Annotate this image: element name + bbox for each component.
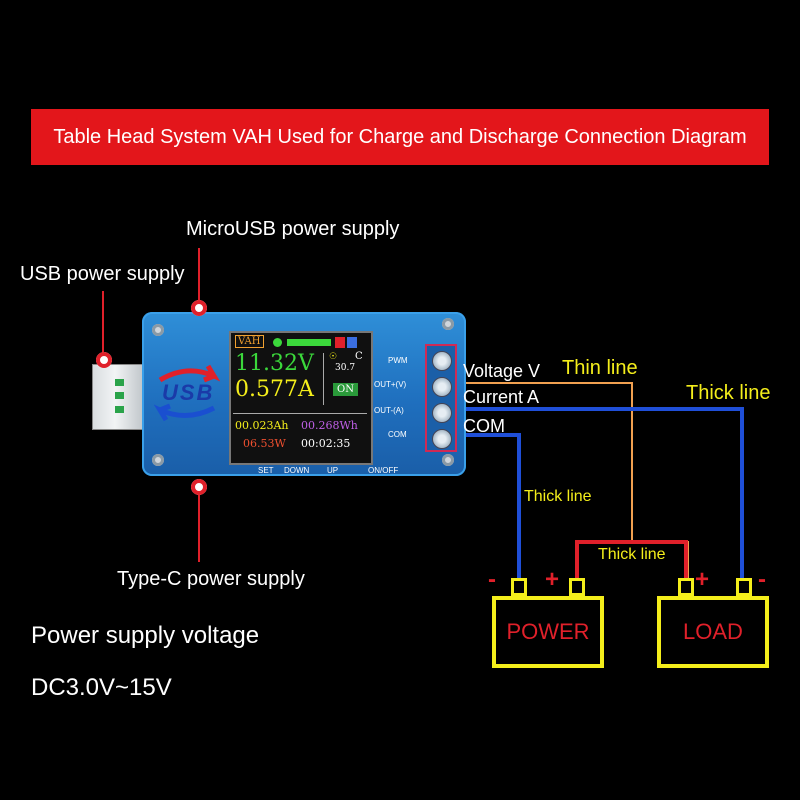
screen-tag: VAH (235, 335, 264, 348)
mount-hole (152, 454, 164, 466)
power-minus-sign: - (488, 566, 496, 593)
power-readout: 06.53W (243, 437, 286, 450)
status-dot (273, 338, 282, 347)
terminal-screw-com[interactable] (432, 429, 452, 449)
terminal-screw-out-v[interactable] (432, 377, 452, 397)
temperature-readout: 30.7 (335, 363, 356, 373)
thick-line-label-left: Thick line (524, 488, 592, 505)
onoff-button[interactable]: ON/OFF (368, 466, 399, 475)
typec-label: Type-C power supply (117, 568, 305, 590)
usb-contact (115, 392, 124, 399)
screen-divider (323, 353, 324, 405)
terminal-screw-out-a[interactable] (432, 403, 452, 423)
banner-title: Table Head System VAH Used for Charge an… (53, 125, 747, 148)
thick-line-label-top: Thick line (686, 382, 771, 404)
capacity-readout: 00.023Ah (235, 419, 289, 432)
power-label: POWER (506, 619, 590, 644)
power-battery: POWER (492, 596, 604, 668)
title-banner: Table Head System VAH Used for Charge an… (31, 109, 769, 165)
pin-label-com: COM (388, 430, 407, 439)
thick-line-label-mid: Thick line (598, 546, 666, 563)
mount-hole (442, 318, 454, 330)
pin-label-out-a: OUT-(A) (374, 406, 404, 415)
down-button[interactable]: DOWN (284, 466, 310, 475)
usb-label: USB power supply (20, 263, 185, 285)
usb-logo: USB (152, 362, 222, 424)
usb-contact (115, 379, 124, 386)
voltage-v-label: Voltage V (463, 361, 541, 381)
up-button[interactable]: UP (327, 466, 339, 475)
status-block (347, 337, 357, 348)
voltage-readout: 11.32V (235, 351, 314, 376)
screen-divider-h (233, 413, 367, 414)
com-label: COM (463, 416, 505, 436)
power-negative-terminal (511, 578, 527, 596)
power-positive-terminal (569, 578, 585, 596)
temp-unit: C (355, 351, 363, 362)
load-minus-sign: - (758, 566, 766, 593)
set-button[interactable]: SET (258, 466, 274, 475)
state-badge: ON (333, 383, 358, 396)
terminal-screw-pwm[interactable] (432, 351, 452, 371)
time-readout: 00:02:35 (301, 437, 351, 450)
terminal-block (425, 344, 457, 452)
load-plus-sign: + (695, 566, 710, 593)
mount-hole (152, 324, 164, 336)
power-plus-sign: + (545, 566, 560, 593)
microusb-port-marker (191, 300, 207, 316)
thin-line-label: Thin line (562, 357, 638, 379)
thick-line-wire-power (457, 433, 521, 578)
mount-hole (442, 454, 454, 466)
usb-plug (92, 364, 149, 430)
status-block (335, 337, 345, 348)
load-negative-terminal (736, 578, 752, 596)
pin-label-out-v: OUT+(V) (374, 380, 407, 389)
microusb-label: MicroUSB power supply (186, 218, 400, 240)
lcd-screen: VAH 11.32V 0.577A ☉ C 30.7 ON 00.023Ah 0… (229, 331, 373, 465)
current-a-label: Current A (463, 387, 540, 407)
supply-voltage-range: DC3.0V~15V (31, 674, 172, 701)
load-label: LOAD (683, 619, 743, 644)
usb-logo-text: USB (162, 380, 215, 405)
thermometer-icon: ☉ (329, 351, 338, 361)
positive-link-wire (575, 540, 688, 578)
current-readout: 0.577A (235, 377, 314, 402)
thick-line-wire-load (457, 407, 744, 578)
load-positive-terminal (678, 578, 694, 596)
status-bar (287, 339, 331, 346)
typec-port-marker (191, 479, 207, 495)
load-battery: LOAD (657, 596, 769, 668)
usb-contact (115, 406, 124, 413)
energy-readout: 00.268Wh (301, 419, 358, 432)
usb-port-marker (96, 352, 112, 368)
pin-label-pwm: PWM (388, 356, 408, 365)
supply-voltage-heading: Power supply voltage (31, 622, 260, 649)
